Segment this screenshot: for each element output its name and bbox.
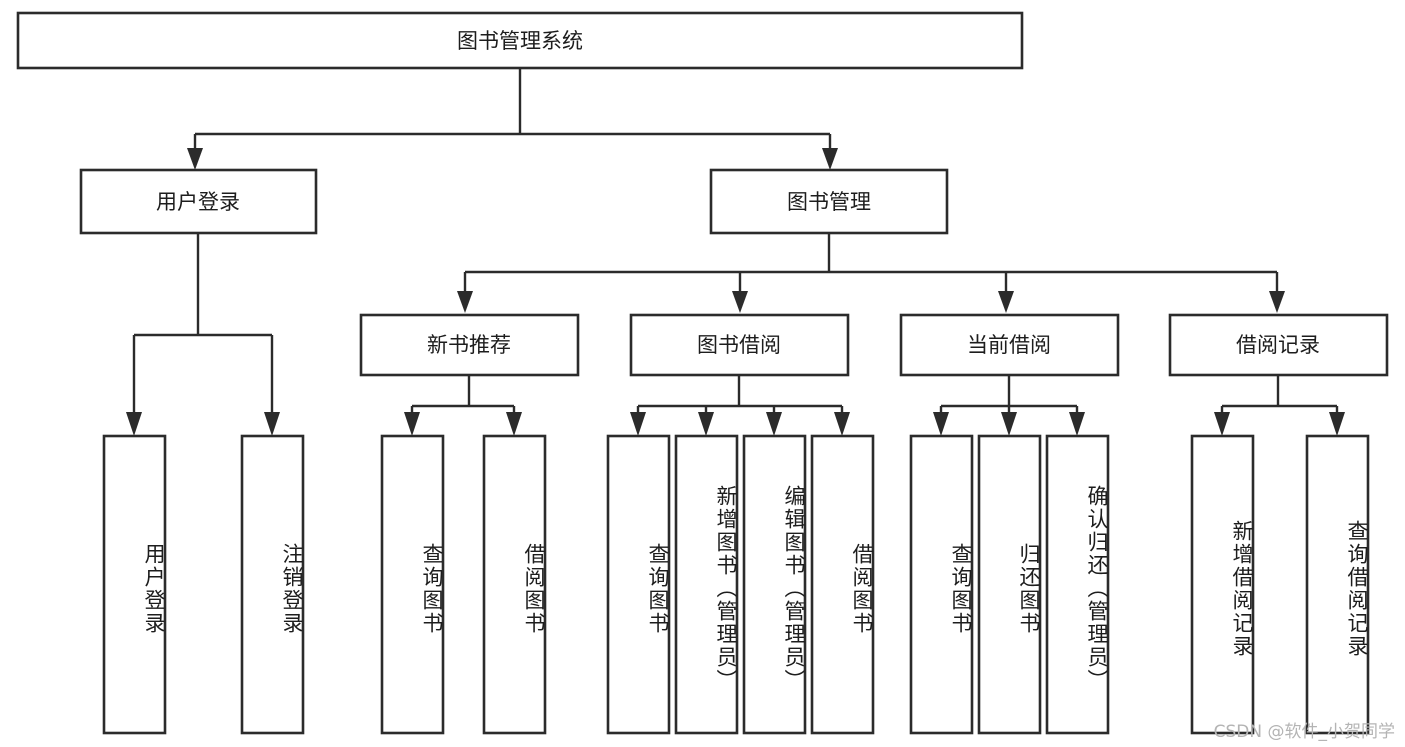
leaf-box-confirm-return[interactable] — [1045, 434, 1110, 735]
arrow-head-icon — [1069, 412, 1085, 436]
connector-user-login-to-leaves — [126, 233, 280, 436]
leaf-box-borrow-book-2[interactable] — [810, 434, 875, 735]
arrow-head-icon — [834, 412, 850, 436]
node-book-manage-label: 图书管理 — [787, 190, 871, 214]
connector-root-to-level2 — [187, 68, 838, 170]
arrow-head-icon — [126, 412, 142, 436]
node-book-borrow[interactable]: 图书借阅 — [629, 313, 850, 377]
arrow-head-icon — [457, 291, 473, 313]
leaf-box-query-record[interactable] — [1305, 434, 1370, 735]
node-new-book-recommend-label: 新书推荐 — [427, 333, 511, 357]
connector-book-manage-to-level3 — [457, 233, 1285, 313]
arrow-head-icon — [187, 148, 203, 170]
arrow-head-icon — [822, 148, 838, 170]
leaf-box-query-book-3[interactable] — [909, 434, 974, 735]
leaf-box-query-book-2[interactable] — [606, 434, 671, 735]
node-root[interactable]: 图书管理系统 — [16, 11, 1024, 70]
node-current-borrow[interactable]: 当前借阅 — [899, 313, 1120, 377]
connector-book-borrow-to-leaves — [630, 375, 850, 436]
arrow-head-icon — [630, 412, 646, 436]
arrow-head-icon — [933, 412, 949, 436]
node-book-borrow-label: 图书借阅 — [697, 333, 781, 357]
node-borrow-record-label: 借阅记录 — [1236, 333, 1320, 357]
leaf-box-add-record[interactable] — [1190, 434, 1255, 735]
leaf-box-borrow-book-1[interactable] — [482, 434, 547, 735]
arrow-head-icon — [1269, 291, 1285, 313]
node-root-label: 图书管理系统 — [457, 29, 583, 53]
arrow-head-icon — [732, 291, 748, 313]
leaf-box-add-book[interactable] — [674, 434, 739, 735]
watermark-text: CSDN @软件_小贺同学 — [1213, 722, 1395, 742]
arrow-head-icon — [506, 412, 522, 436]
connector-new-book-recommend-to-leaves — [404, 375, 522, 436]
arrow-head-icon — [1329, 412, 1345, 436]
leaf-box-return-book[interactable] — [977, 434, 1042, 735]
arrow-head-icon — [1001, 412, 1017, 436]
leaf-box-query-book-1[interactable] — [380, 434, 445, 735]
arrow-head-icon — [404, 412, 420, 436]
leaf-box-user-login[interactable] — [102, 434, 167, 735]
node-user-login[interactable]: 用户登录 — [79, 168, 318, 235]
node-current-borrow-label: 当前借阅 — [967, 333, 1051, 357]
node-book-manage[interactable]: 图书管理 — [709, 168, 949, 235]
arrow-head-icon — [264, 412, 280, 436]
arrow-head-icon — [698, 412, 714, 436]
leaf-box-edit-book[interactable] — [742, 434, 807, 735]
leaf-box-logout-login[interactable] — [240, 434, 305, 735]
arrow-head-icon — [998, 291, 1014, 313]
node-borrow-record[interactable]: 借阅记录 — [1168, 313, 1389, 377]
node-user-login-label: 用户登录 — [156, 190, 240, 214]
arrow-head-icon — [1214, 412, 1230, 436]
arrow-head-icon — [766, 412, 782, 436]
connector-borrow-record-to-leaves — [1214, 375, 1345, 436]
connector-current-borrow-to-leaves — [933, 375, 1085, 436]
node-new-book-recommend[interactable]: 新书推荐 — [359, 313, 580, 377]
